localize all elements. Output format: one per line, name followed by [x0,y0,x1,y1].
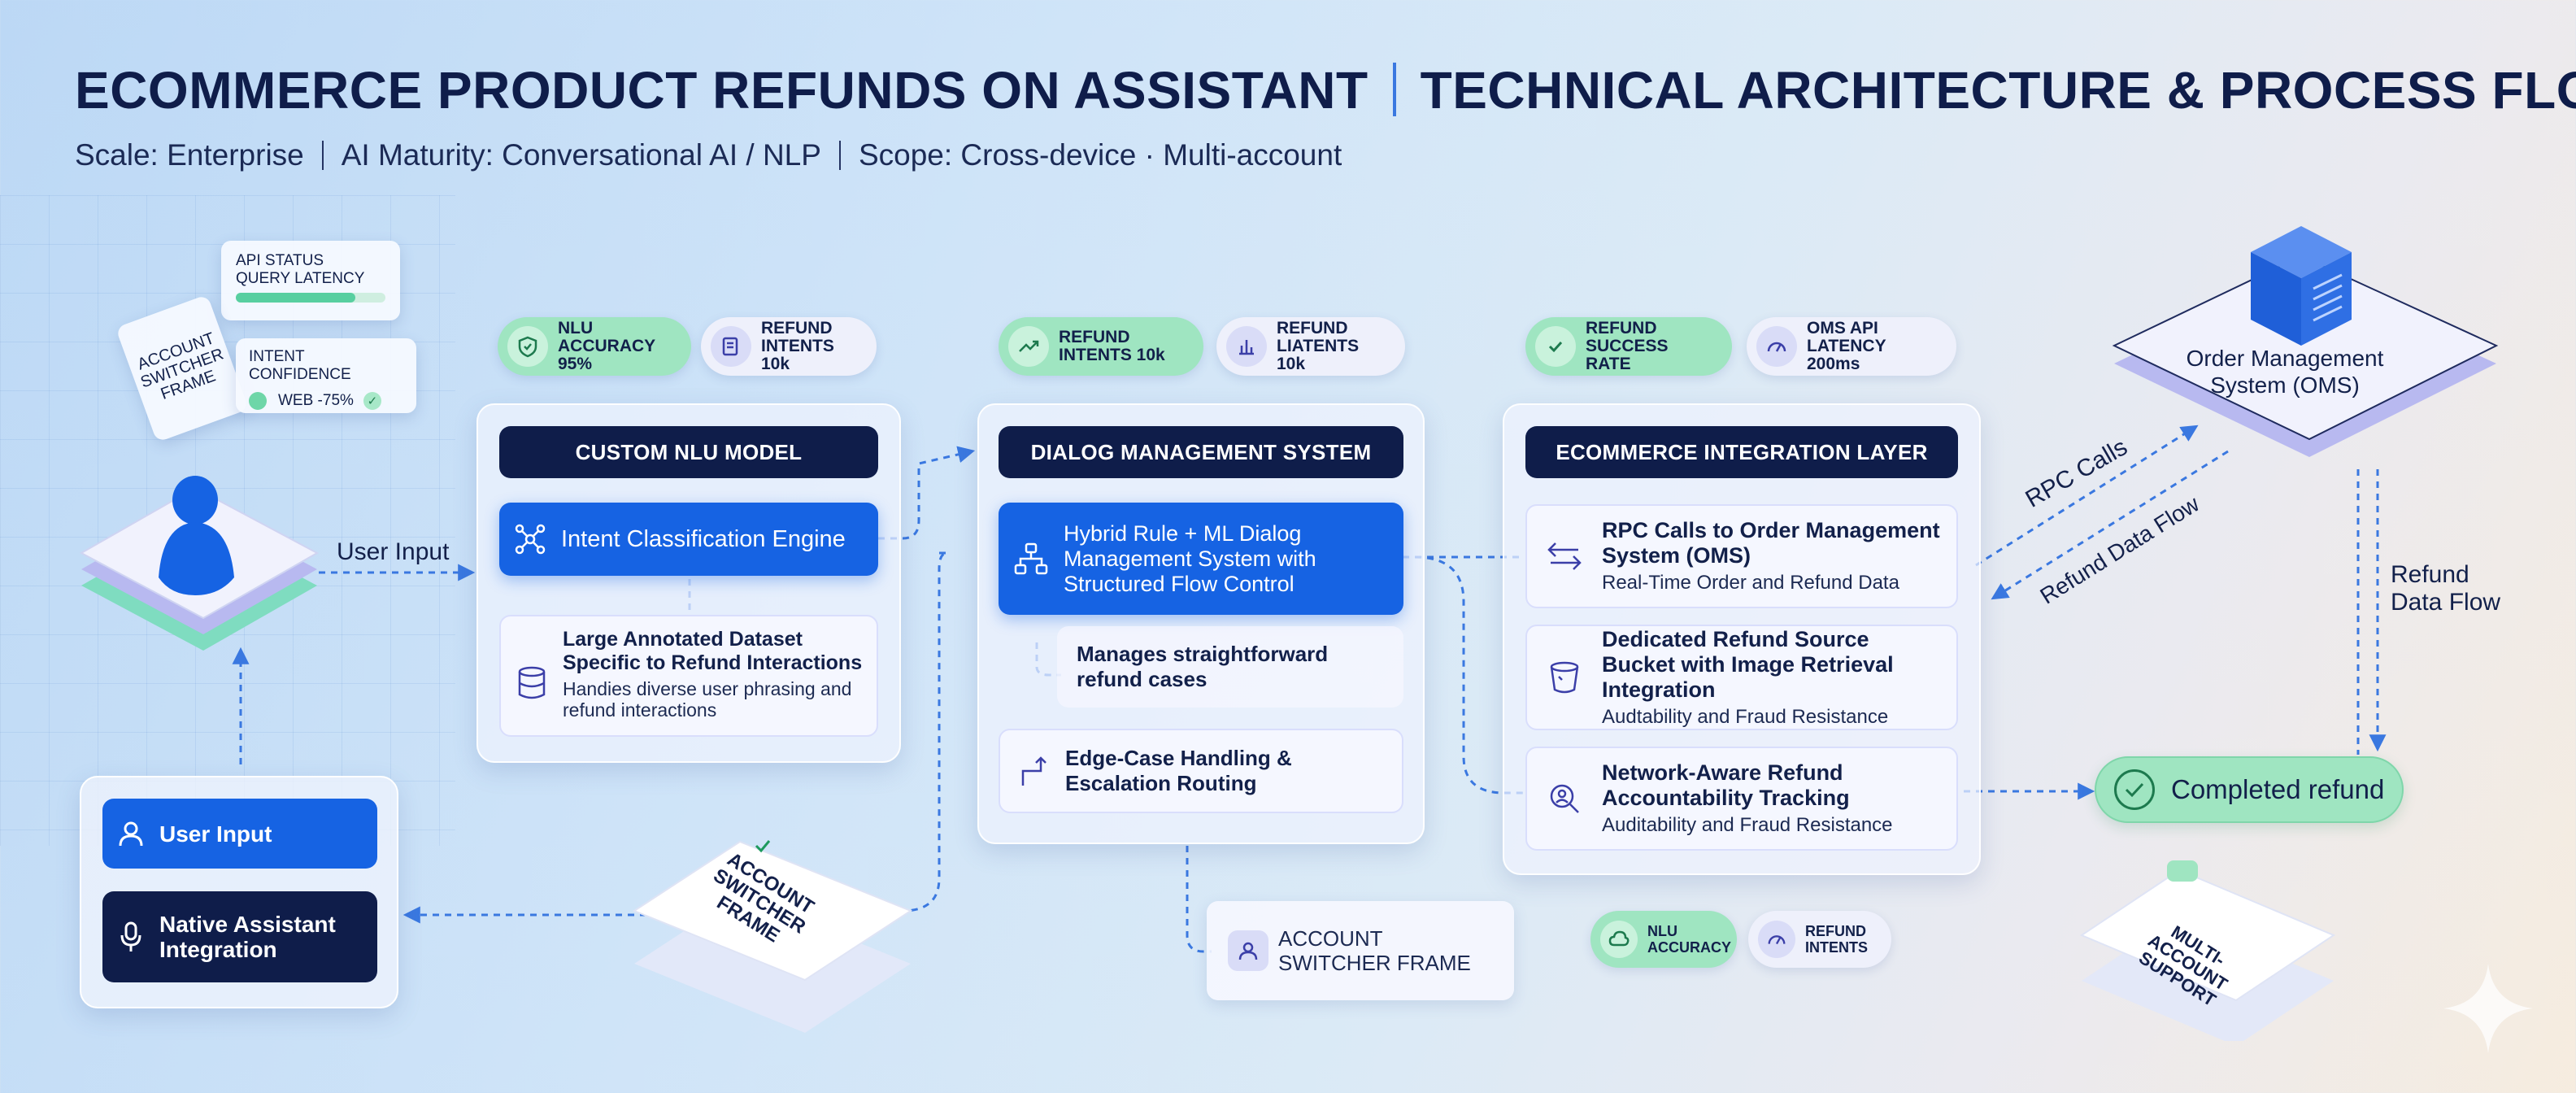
native-assistant-label: Native Assistant Integration [159,912,336,962]
gauge-icon [1756,326,1797,367]
account-icon [1218,930,1278,971]
trend-up-icon [1008,326,1049,367]
subtitle-maturity: AI Maturity: Conversational AI / NLP [341,138,821,172]
oms-latency-pill: OMS API LATENCY 200ms [1747,317,1956,376]
user-icon [159,476,234,595]
refund-intents-text: REFUND INTENTS 10k [761,319,834,373]
native-assistant-button[interactable]: Native Assistant Integration [102,891,377,982]
dialog-refund-latents-text: REFUND LIATENTS 10k [1277,319,1360,373]
integration-item-bucket[interactable]: Dedicated Refund Source Bucket with Imag… [1525,625,1958,730]
simple-cases-label: Manages straightforward refund cases [1077,642,1329,691]
bucket-icon [1527,660,1602,695]
title-right: TECHNICAL ARCHITECTURE & PROCESS FLOW [1420,61,2576,120]
link-icon [2167,860,2198,882]
status-dot-icon [249,392,267,410]
edge-case-box[interactable]: Edge-Case Handling & Escalation Routing [999,729,1403,813]
dataset-box: Large Annotated Dataset Specific to Refu… [499,615,878,737]
account-switcher-box[interactable]: ACCOUNT SWITCHER FRAME [1207,901,1514,1000]
search-person-icon [1527,782,1602,816]
integration-item-tracking-sub: Auditability and Fraud Resistance [1602,814,1893,836]
nlu-accuracy-text: NLU ACCURACY 95% [558,319,655,373]
api-status-text: API STATUS [236,252,324,269]
integration-item-tracking[interactable]: Network-Aware Refund Accountability Trac… [1525,747,1958,851]
api-status-card: API STATUS QUERY LATENCY [221,241,400,320]
user-input-label: User Input [337,538,450,565]
nlu-panel-header: CUSTOM NLU MODEL [499,426,878,478]
arrows-icon [1527,540,1602,573]
database-icon [501,628,563,701]
intent-engine-label: Intent Classification Engine [561,525,846,552]
dialog-refund-latents-pill: REFUND LIATENTS 10k [1216,317,1405,376]
account-switcher-plate [632,840,913,1033]
integration-item-rpc[interactable]: RPC Calls to Order Management System (OM… [1525,504,1958,608]
bottom-refund-intents-text: REFUND INTENTS [1805,923,1869,956]
route-icon [1000,755,1065,787]
oms-title: Order Management System (OMS) [2186,346,2384,398]
refund-success-pill: REFUND SUCCESS RATE [1525,317,1732,376]
person-icon [102,820,159,847]
gauge-icon [1758,921,1795,958]
user-platform [79,476,320,651]
title-divider [1392,63,1396,116]
dialog-panel-header: DIALOG MANAGEMENT SYSTEM [999,426,1403,478]
oms-latency-text: OMS API LATENCY 200ms [1807,319,1886,373]
integration-item-rpc-title: RPC Calls to Order Management System (OM… [1602,518,1940,568]
check-circle-icon [2114,769,2155,810]
network-icon [499,522,561,556]
oms-platform [2112,226,2499,457]
refund-data-flow-vertical: Refund Data Flow [2391,561,2501,616]
bottom-refund-intents-pill: REFUND INTENTS [1748,911,1891,968]
page-title: ECOMMERCE PRODUCT REFUNDS ON ASSISTANT TE… [75,60,2576,120]
latency-bar [236,293,385,303]
edge-case-label: Edge-Case Handling & Escalation Routing [1065,746,1292,795]
intent-classification-engine[interactable]: Intent Classification Engine [499,503,878,576]
hybrid-dialog-box[interactable]: Hybrid Rule + ML Dialog Management Syste… [999,503,1403,615]
dataset-title: Large Annotated Dataset Specific to Refu… [563,628,863,674]
intent-confidence-card: INTENT CONFIDENCE WEB -75% ✓ [236,338,416,413]
refund-intents-pill: REFUND INTENTS 10k [701,317,877,376]
sparkle-icon [2443,964,2533,1053]
nlu-accuracy-pill: NLU ACCURACY 95% [498,317,691,376]
hybrid-dialog-label: Hybrid Rule + ML Dialog Management Syste… [1064,520,1316,596]
subtitle-scale: Scale: Enterprise [75,138,304,172]
user-input-button-label: User Input [159,821,272,847]
completed-refund-badge: Completed refund [2095,756,2404,823]
integration-item-bucket-sub: Audtability and Fraud Resistance [1602,705,1889,728]
cloud-icon [1600,921,1638,958]
dataset-subtitle: Handies diverse user phrasing and refund… [563,678,852,721]
check-icon: ✓ [363,392,381,410]
subtitle-scope: Scope: Cross-device · Multi-account [858,138,1342,172]
intent-confidence-title: INTENT CONFIDENCE [249,348,351,383]
intent-confidence-value: WEB -75% [278,392,354,409]
simple-cases-box: Manages straightforward refund cases [1057,626,1403,708]
hierarchy-icon [999,541,1064,577]
completed-refund-text: Completed refund [2171,774,2385,804]
integration-item-tracking-title: Network-Aware Refund Accountability Trac… [1602,760,1850,810]
integration-item-rpc-sub: Real-Time Order and Refund Data [1602,572,1899,594]
check-icon [755,840,771,853]
shield-check-icon [507,326,548,367]
title-left: ECOMMERCE PRODUCT REFUNDS ON ASSISTANT [75,61,1368,120]
microphone-icon [102,921,159,953]
user-input-button[interactable]: User Input [102,799,377,869]
integration-item-bucket-title: Dedicated Refund Source Bucket with Imag… [1602,626,1894,702]
bottom-nlu-accuracy-text: NLU ACCURACY [1647,923,1731,956]
check-circle-icon [1535,326,1576,367]
dialog-refund-intents-text: REFUND INTENTS 10k [1059,328,1165,364]
integration-panel-header: ECOMMERCE INTEGRATION LAYER [1525,426,1958,478]
list-icon [711,326,751,367]
bar-chart-icon [1226,326,1267,367]
account-switcher-label: ACCOUNT SWITCHER FRAME [1278,926,1471,975]
query-latency-text: QUERY LATENCY [236,270,365,287]
page-subtitle: Scale: Enterprise AI Maturity: Conversati… [75,138,1342,172]
multi-account-plate [2079,860,2336,1041]
refund-success-text: REFUND SUCCESS RATE [1586,319,1669,373]
refund-data-flow-label: Refund Data Flow [2035,490,2204,609]
input-panel: User Input Native Assistant Integration [80,776,398,1008]
bottom-nlu-accuracy-pill: NLU ACCURACY [1590,911,1737,968]
dialog-refund-intents-pill: REFUND INTENTS 10k [999,317,1203,376]
server-icon [2251,226,2352,346]
